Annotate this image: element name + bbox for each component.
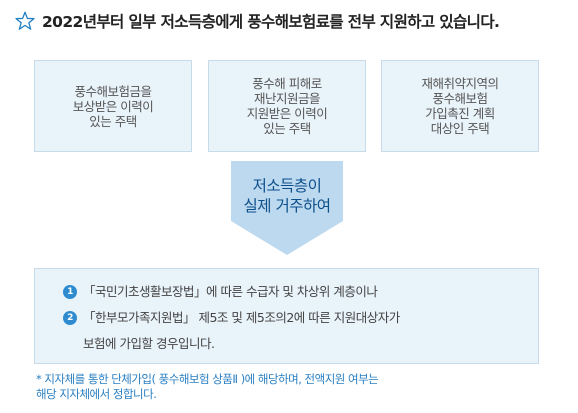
arrow-label: 저소득층이 실제 거주하여 xyxy=(243,177,332,215)
condition-box-vulnerable-area: 재해취약지역의 풍수해보험 가입촉진 계획 대상인 주택 xyxy=(381,60,539,152)
info-text: 「국민기초생활보장법」에 따른 수급자 및 차상위 계층이나 xyxy=(83,284,378,299)
eligibility-info-box: 1 「국민기초생활보장법」에 따른 수급자 및 차상위 계층이나 2 「한부모가… xyxy=(34,268,539,364)
number-badge-1: 1 xyxy=(63,285,77,299)
condition-text: 풍수해 피해로 재난지원금을 지원받은 이력이 있는 주택 xyxy=(246,76,328,136)
condition-box-disaster-aid: 풍수해 피해로 재난지원금을 지원받은 이력이 있는 주택 xyxy=(208,60,366,152)
star-outline-icon xyxy=(15,11,35,30)
condition-text: 풍수해보험금을 보상받은 이력이 있는 주택 xyxy=(72,83,154,129)
condition-text: 재해취약지역의 풍수해보험 가입촉진 계획 대상인 주택 xyxy=(421,76,499,136)
title-row: 2022년부터 일부 저소득층에게 풍수해보험료를 전부 지원하고 있습니다. xyxy=(14,10,500,32)
condition-box-insurance-history: 풍수해보험금을 보상받은 이력이 있는 주택 xyxy=(34,60,192,152)
down-arrow-shape xyxy=(231,161,343,255)
info-line-3: 보험에 가입할 경우입니다. xyxy=(83,331,538,357)
info-text: 보험에 가입할 경우입니다. xyxy=(83,336,215,351)
info-line-1: 1 「국민기초생활보장법」에 따른 수급자 및 차상위 계층이나 xyxy=(63,279,538,305)
footnote: * 지자체를 통한 단체가입( 풍수해보험 상품Ⅱ )에 해당하며, 전액지원 … xyxy=(36,372,379,401)
number-badge-2: 2 xyxy=(63,311,77,325)
page-title: 2022년부터 일부 저소득층에게 풍수해보험료를 전부 지원하고 있습니다. xyxy=(42,13,500,31)
info-line-2: 2 「한부모가족지원법」 제5조 및 제5조의2에 따른 지원대상자가 xyxy=(63,305,538,331)
info-text: 「한부모가족지원법」 제5조 및 제5조의2에 따른 지원대상자가 xyxy=(83,310,400,325)
